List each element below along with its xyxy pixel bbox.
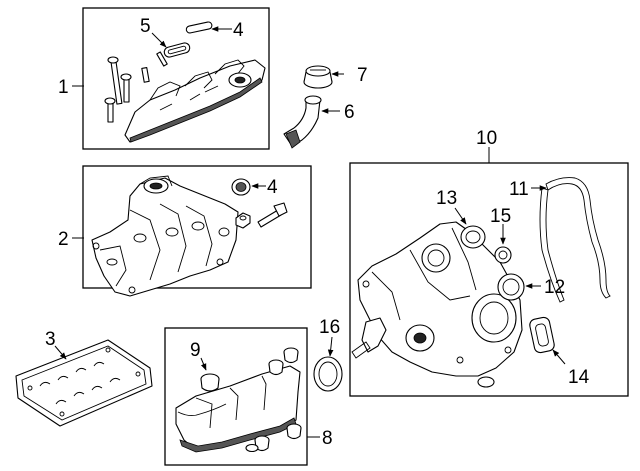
callout-12: 12 bbox=[544, 277, 565, 298]
timing-cover-gasket-part[interactable] bbox=[539, 177, 611, 303]
o-ring-part-4-top[interactable] bbox=[185, 21, 213, 34]
callout-9: 9 bbox=[190, 340, 201, 361]
callout-15: 15 bbox=[490, 206, 511, 227]
intake-manifold-group-box bbox=[82, 165, 312, 289]
seal-part-15[interactable] bbox=[494, 246, 512, 264]
callout-4-top: 4 bbox=[233, 20, 244, 41]
callout-4-mid: 4 bbox=[267, 177, 278, 198]
seal-part-12[interactable] bbox=[497, 273, 525, 301]
oil-filler-tube-part[interactable] bbox=[283, 95, 322, 149]
leader-lines bbox=[54, 26, 566, 438]
grommets-group[interactable] bbox=[245, 347, 302, 453]
callout-13: 13 bbox=[436, 188, 457, 209]
callout-10: 10 bbox=[476, 128, 497, 149]
valve-cover-studs[interactable] bbox=[104, 51, 168, 123]
valley-cover-gasket-part[interactable] bbox=[15, 339, 153, 427]
intake-manifold-part[interactable] bbox=[91, 175, 239, 297]
timing-cover-part[interactable] bbox=[357, 221, 523, 388]
callout-11: 11 bbox=[509, 179, 529, 200]
seal-part-14[interactable] bbox=[529, 316, 556, 354]
manifold-nut-part[interactable] bbox=[235, 212, 251, 229]
oil-filler-cap-part[interactable] bbox=[303, 65, 333, 89]
callout-3: 3 bbox=[45, 329, 56, 350]
callout-5: 5 bbox=[140, 16, 151, 37]
manifold-bolt-part[interactable] bbox=[257, 202, 288, 228]
seal-part-13[interactable] bbox=[460, 225, 486, 249]
gasket-part-5[interactable] bbox=[163, 42, 191, 58]
callout-7: 7 bbox=[357, 65, 368, 86]
valve-cover-group-box bbox=[82, 7, 270, 150]
grommet-part-9[interactable] bbox=[200, 373, 220, 392]
engine-cover-part[interactable] bbox=[175, 365, 301, 453]
callout-14: 14 bbox=[568, 367, 590, 388]
sensor-part[interactable] bbox=[351, 317, 387, 359]
engine-cover-group-box bbox=[164, 327, 308, 466]
valve-cover-part[interactable] bbox=[124, 59, 266, 143]
seal-part-16[interactable] bbox=[313, 356, 343, 392]
seal-part-4-mid[interactable] bbox=[231, 178, 251, 196]
callout-8: 8 bbox=[322, 428, 333, 449]
callout-6: 6 bbox=[344, 102, 355, 123]
callout-1: 1 bbox=[58, 77, 69, 98]
callout-2: 2 bbox=[58, 229, 69, 250]
callout-16: 16 bbox=[319, 317, 340, 338]
